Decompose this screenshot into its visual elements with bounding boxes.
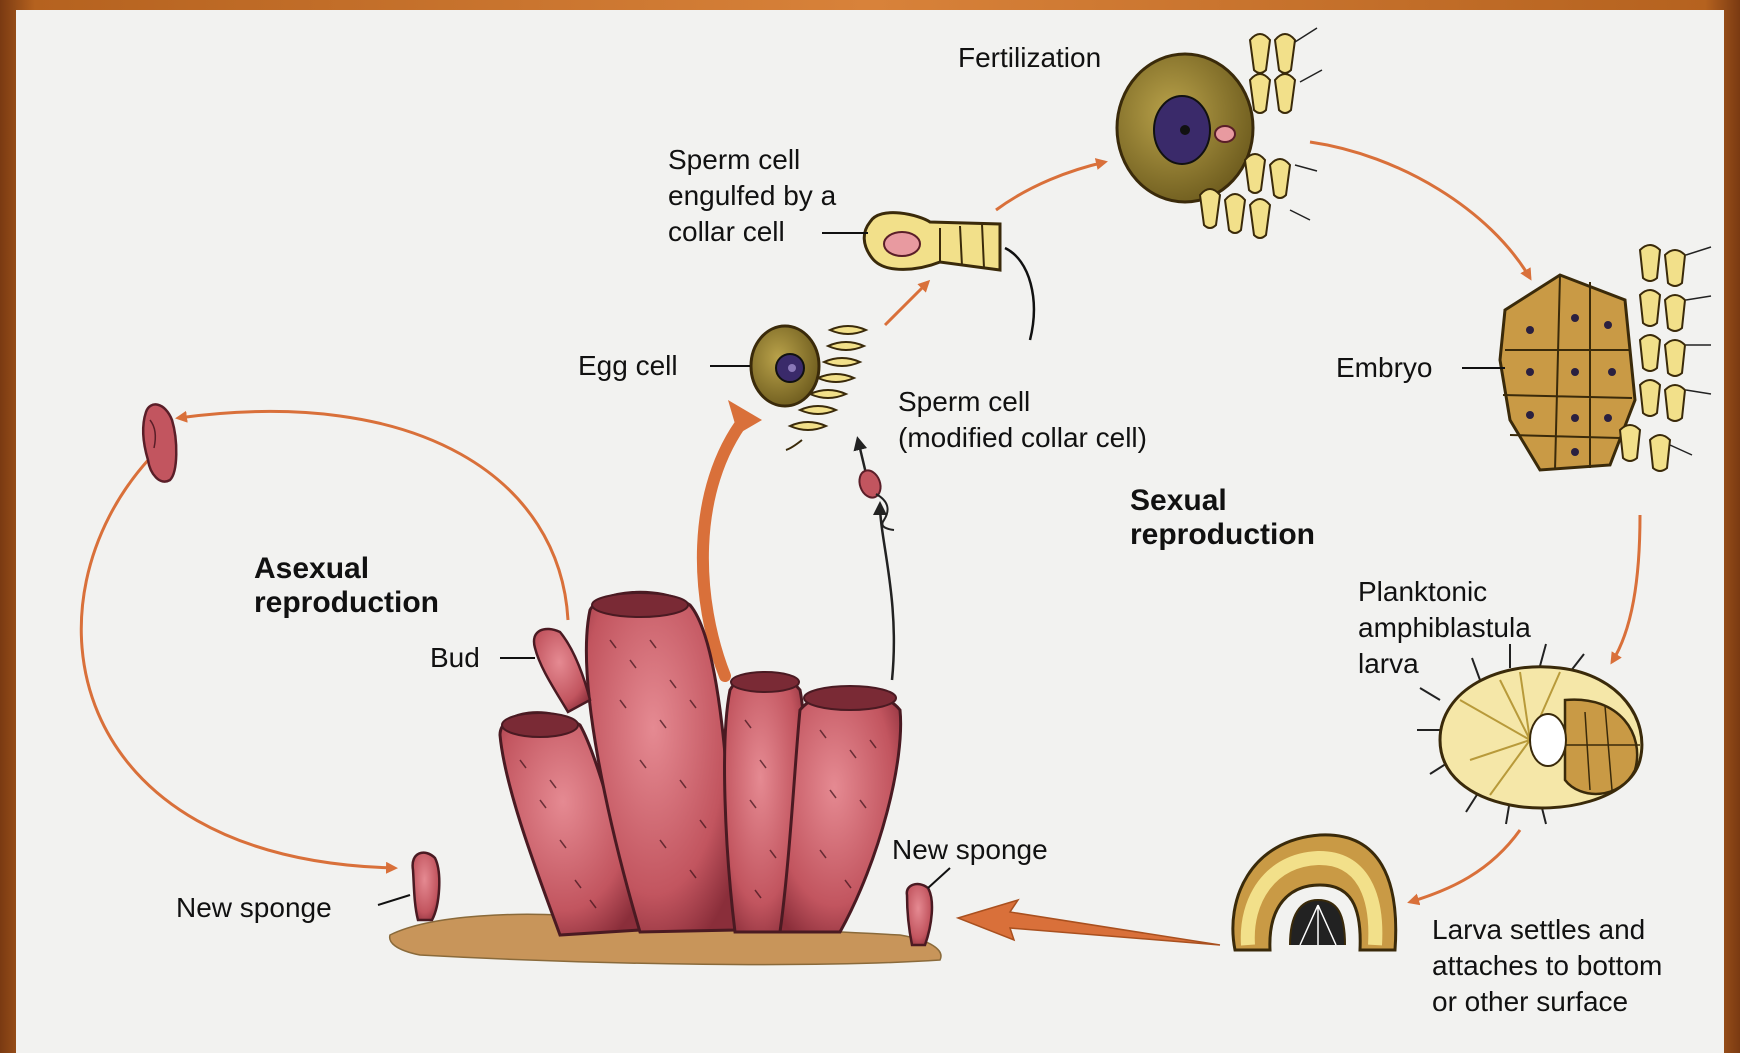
new-sponge-left-icon xyxy=(413,853,440,920)
asexual-cycle-arrow-left xyxy=(81,458,395,868)
arrow-sponge-to-egg xyxy=(703,418,745,676)
label-new-sponge-right: New sponge xyxy=(892,832,1048,868)
new-sponge-right-icon xyxy=(907,884,932,945)
label-egg-cell: Egg cell xyxy=(578,348,678,384)
label-bud: Bud xyxy=(430,640,480,676)
parent-sponge-icon xyxy=(500,592,901,935)
arrow-larva-to-settled xyxy=(1410,830,1520,902)
settled-larva-icon xyxy=(1233,835,1396,950)
bud-icon xyxy=(534,629,590,712)
arrow-embryo-to-larva xyxy=(1612,515,1640,662)
label-sperm-modified: Sperm cell (modified collar cell) xyxy=(898,384,1147,456)
label-embryo: Embryo xyxy=(1336,350,1432,386)
arrow-settled-to-new-sponge xyxy=(958,900,1220,945)
label-larva-settles: Larva settles and attaches to bottom or … xyxy=(1432,912,1662,1020)
sperm-cell-small-icon xyxy=(856,467,894,530)
arrow-sponge-to-sperm xyxy=(880,505,894,680)
fertilization-icon xyxy=(1117,28,1322,238)
embryo-icon xyxy=(1500,245,1711,471)
label-sexual-reproduction: Sexual reproduction xyxy=(1130,484,1315,552)
label-new-sponge-left: New sponge xyxy=(176,890,332,926)
arrow-sperm-to-collar xyxy=(885,282,928,325)
arrow-fertilization-to-embryo xyxy=(1310,142,1530,278)
label-fertilization: Fertilization xyxy=(958,40,1101,76)
label-sperm-engulfed: Sperm cell engulfed by a collar cell xyxy=(668,142,836,250)
arrow-collar-to-fertilization xyxy=(996,162,1105,210)
label-planktonic-larva: Planktonic amphiblastula larva xyxy=(1358,574,1531,682)
detached-bud-icon xyxy=(143,404,176,481)
label-asexual-reproduction: Asexual reproduction xyxy=(254,552,439,620)
